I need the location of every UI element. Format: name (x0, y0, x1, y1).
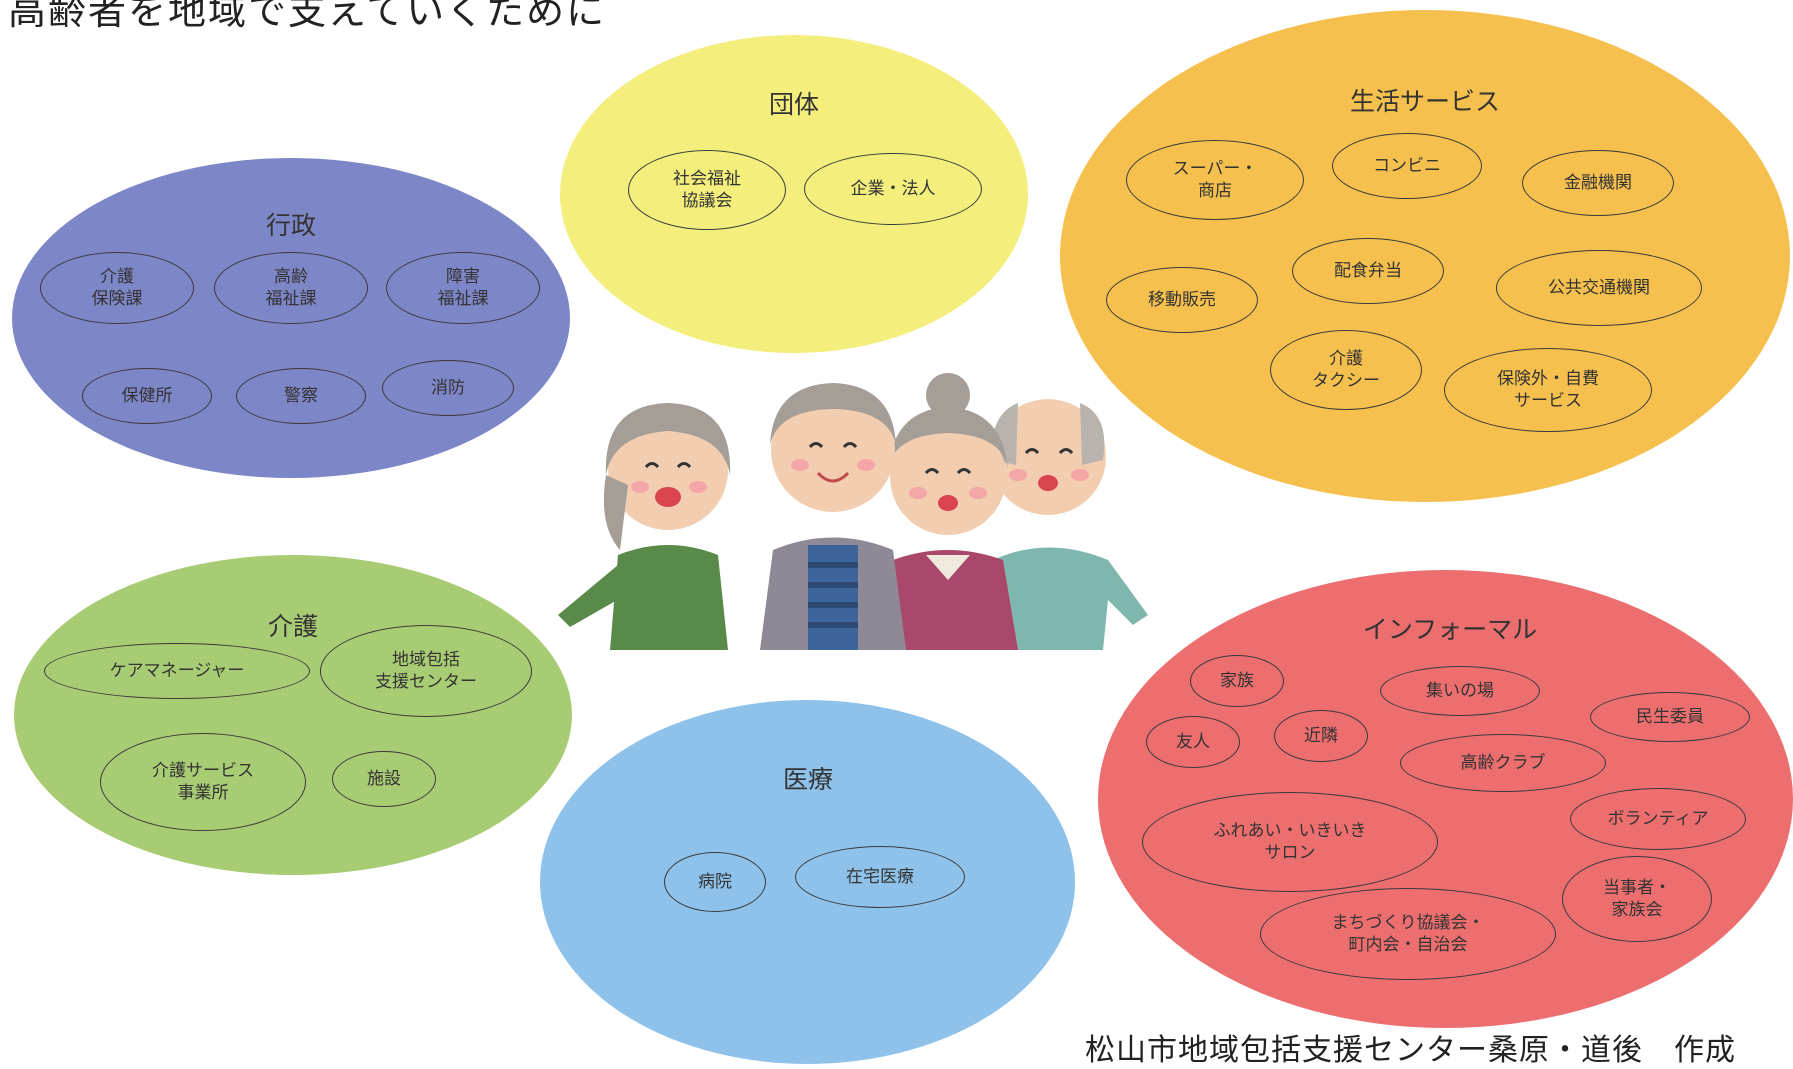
node-konbini: コンビニ (1332, 133, 1482, 199)
group-label-gyousei: 行政 (265, 211, 317, 240)
group-label-dantai: 団体 (768, 90, 820, 119)
node-shisetsu: 施設 (332, 751, 436, 807)
node-kinrin: 近隣 (1274, 710, 1368, 762)
node-kaigo-hokenka: 介護 保険課 (40, 252, 194, 324)
group-label-seikatsu: 生活サービス (1349, 87, 1501, 116)
node-idou-hanbai: 移動販売 (1106, 267, 1258, 333)
node-kinyuu-kikan: 金融機関 (1522, 150, 1674, 216)
node-shakaifukushi-kyougikai: 社会福祉 協議会 (628, 150, 786, 230)
node-shoubou: 消防 (382, 360, 514, 416)
node-tsudoi-no-ba: 集いの場 (1380, 666, 1540, 716)
node-care-manager: ケアマネージャー (44, 643, 310, 699)
node-kazoku: 家族 (1190, 655, 1284, 707)
person-grandmother-green (558, 403, 731, 650)
node-kigyou-houjin: 企業・法人 (804, 153, 982, 225)
node-koureifukushika: 高齢 福祉課 (214, 252, 368, 324)
node-machizukuri: まちづくり協議会・ 町内会・自治会 (1260, 888, 1556, 980)
elderly-people-illustration (558, 373, 1148, 650)
group-label-iryou: 医療 (782, 765, 834, 794)
group-dantai: 団体 社会福祉 協議会 企業・法人 (560, 35, 1028, 353)
node-volunteer: ボランティア (1570, 788, 1746, 850)
person-grandfather (760, 383, 906, 650)
node-hokengai-jihi: 保険外・自費 サービス (1444, 348, 1652, 432)
credit-text: 松山市地域包括支援センター桑原・道後 作成 (1085, 1033, 1736, 1068)
node-fureai-salon: ふれあい・いきいき サロン (1142, 792, 1438, 892)
node-keisatsu: 警察 (236, 368, 366, 424)
node-kaigo-taxi: 介護 タクシー (1270, 330, 1422, 410)
node-zaitaku-iryou: 在宅医療 (795, 846, 965, 908)
node-byouin: 病院 (664, 852, 766, 912)
node-yuujin: 友人 (1146, 716, 1240, 768)
group-seikatsu-service: 生活サービス スーパー・ 商店 コンビニ 金融機関 配食弁当 移動販売 公共交通… (1060, 10, 1790, 502)
person-grandmother-bun (888, 373, 1018, 650)
node-kaigo-service-jigyousho: 介護サービス 事業所 (100, 733, 306, 831)
page-title: 高齢者を地域で支えていくために (8, 0, 607, 33)
node-minsei-iin: 民生委員 (1590, 692, 1750, 742)
node-chiiki-houkatsu: 地域包括 支援センター (320, 625, 532, 717)
group-label-kaigo: 介護 (267, 612, 319, 641)
group-label-informal: インフォーマル (1362, 615, 1538, 644)
group-kaigo: 介護 ケアマネージャー 地域包括 支援センター 介護サービス 事業所 施設 (14, 555, 572, 875)
group-informal: インフォーマル 家族 集いの場 民生委員 友人 近隣 高齢クラブ ふれあい・いき… (1098, 570, 1793, 1028)
node-haishoku-bentou: 配食弁当 (1292, 238, 1444, 304)
group-iryou: 医療 病院 在宅医療 (540, 700, 1075, 1064)
group-gyousei: 行政 介護 保険課 高齢 福祉課 障害 福祉課 保健所 警察 消防 (12, 158, 570, 478)
person-bald-man (990, 399, 1148, 650)
node-super-shouten: スーパー・ 商店 (1126, 140, 1304, 220)
node-shougaifukushika: 障害 福祉課 (386, 252, 540, 324)
node-koureiclub: 高齢クラブ (1400, 734, 1606, 792)
node-hokenjo: 保健所 (82, 368, 212, 424)
node-toujisha-kazokukai: 当事者・ 家族会 (1562, 856, 1712, 942)
node-koukyou-koutsuu: 公共交通機関 (1496, 250, 1702, 326)
